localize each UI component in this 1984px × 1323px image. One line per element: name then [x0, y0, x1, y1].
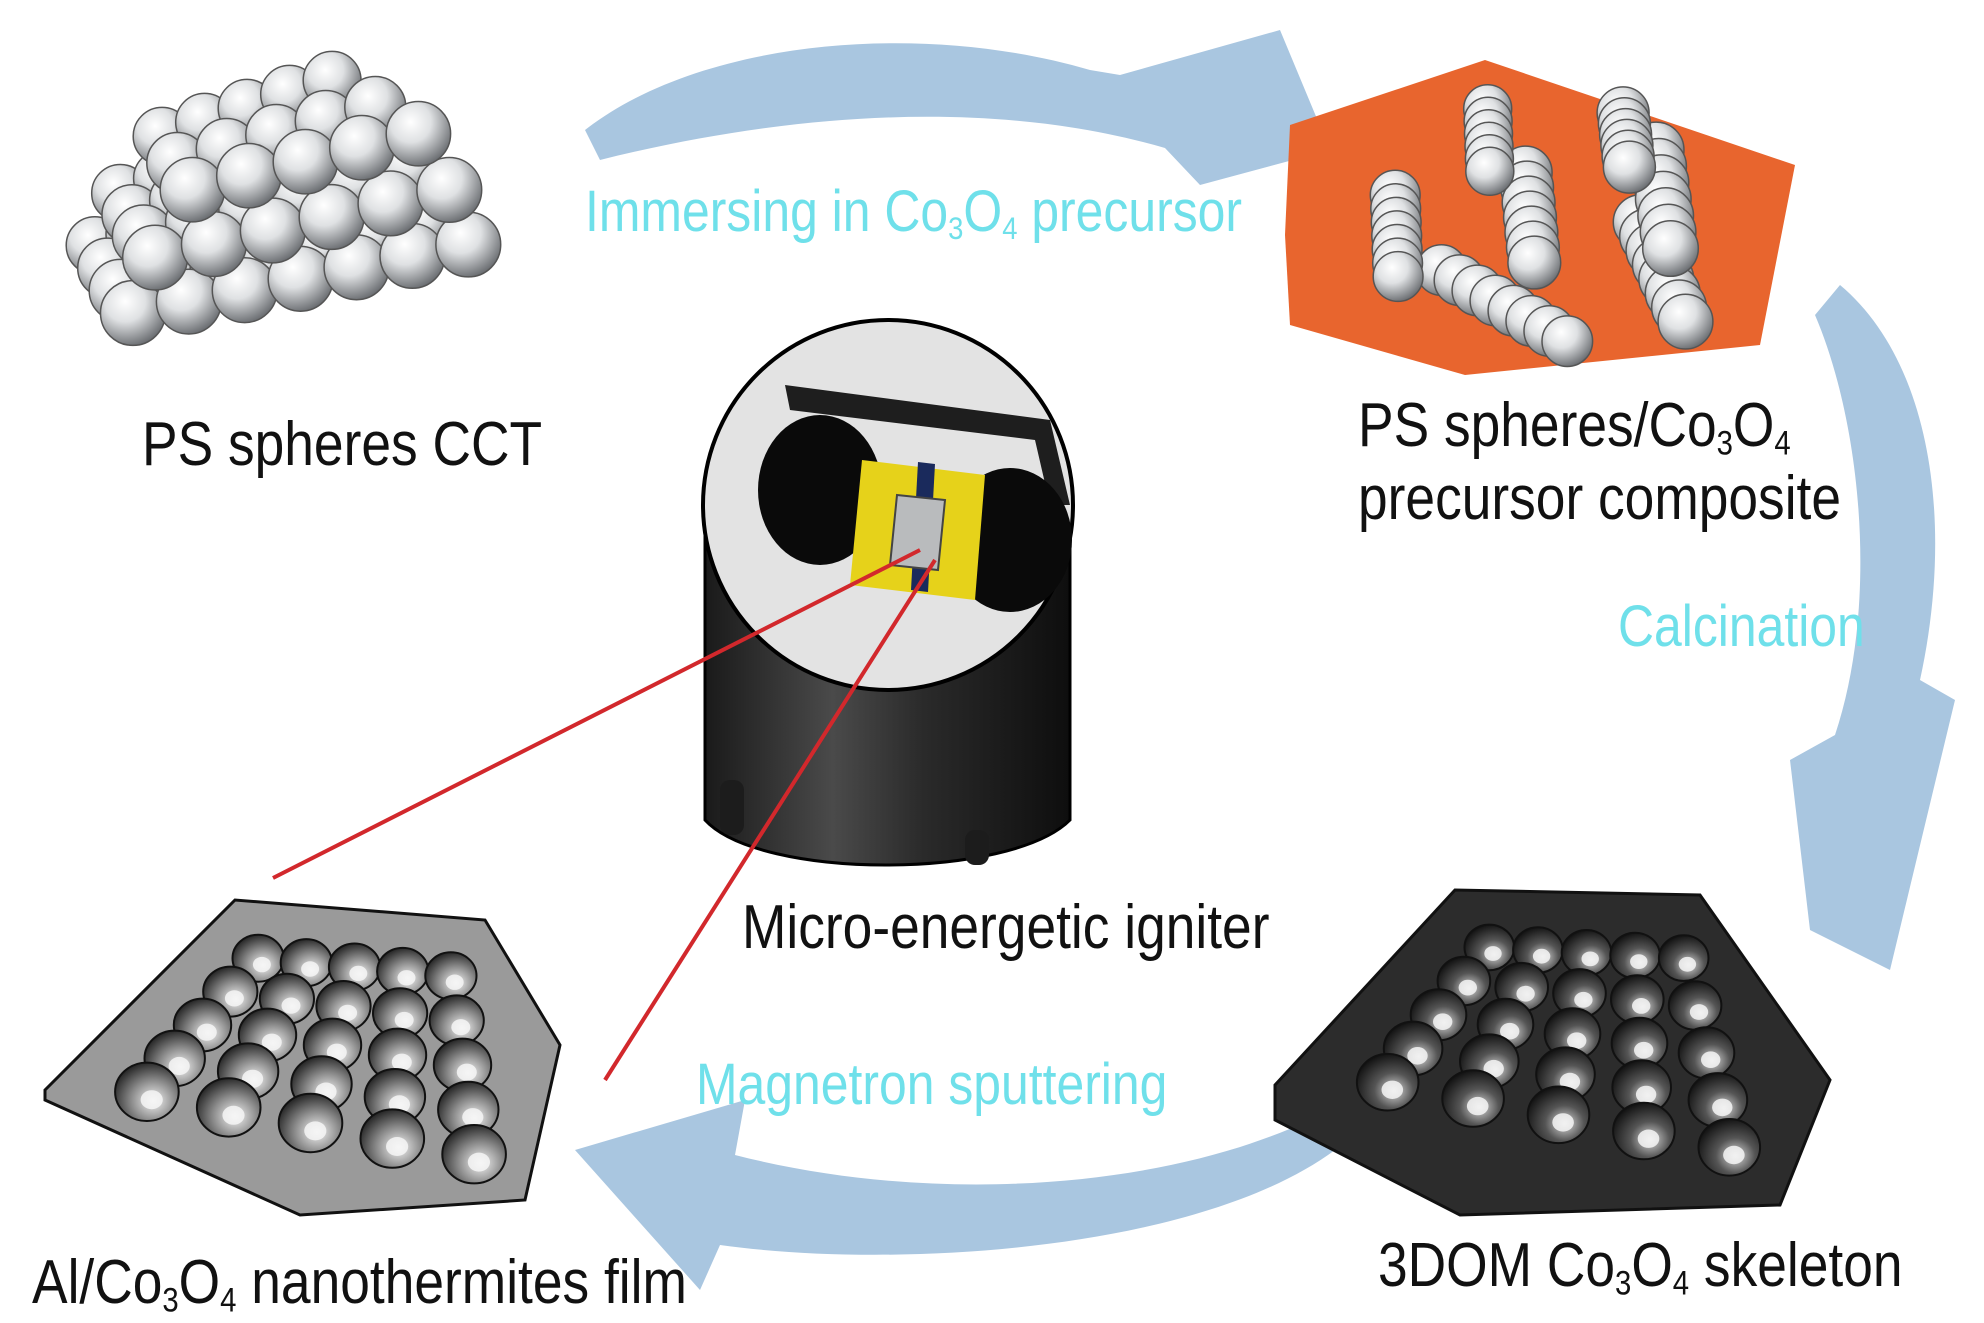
pore-window [1574, 991, 1593, 1008]
pore-window [1458, 979, 1478, 996]
pore-window [261, 1033, 282, 1051]
pore-window [326, 1043, 347, 1061]
sphere [272, 128, 339, 195]
sphere [1541, 315, 1594, 368]
pore-window [1712, 1098, 1733, 1117]
pore-window [397, 970, 416, 986]
sphere [357, 170, 424, 237]
chip-film [888, 493, 947, 572]
pore-window [349, 965, 368, 982]
pore-window [467, 1152, 490, 1172]
sphere [1657, 293, 1714, 350]
pore-window [1723, 1145, 1745, 1165]
pore-window [304, 1121, 327, 1141]
pore-window [224, 990, 244, 1007]
pointer-line [603, 558, 937, 1082]
pore-window [1630, 954, 1648, 969]
pore-window [1559, 1072, 1581, 1091]
pore-window [1678, 956, 1697, 972]
pore-window [445, 974, 464, 990]
pore-window [1689, 1004, 1709, 1020]
pore-window [168, 1056, 190, 1076]
pore-window [394, 1011, 414, 1029]
pore-window [196, 1023, 217, 1041]
pore-window [1433, 1013, 1453, 1030]
pore-window [1407, 1047, 1428, 1065]
pore-window [1637, 1129, 1660, 1148]
igniter-pin-left [720, 780, 744, 835]
step-calcination: Calcination [1618, 594, 1865, 659]
pore-window [1381, 1080, 1404, 1100]
pore-window [1532, 948, 1551, 964]
sphere [385, 100, 452, 167]
igniter-bridge-bar [785, 385, 1070, 505]
composite-stack-icon [1285, 60, 1795, 375]
pore-window [140, 1090, 163, 1110]
sphere [1372, 250, 1424, 303]
pore-window [1634, 1041, 1654, 1059]
label-film: Al/Co3O4 nanothermites film [32, 1248, 687, 1320]
arrow-bottom-icon [575, 1100, 1335, 1290]
igniter-icon [272, 318, 1075, 1082]
nanothermite-film-icon [43, 898, 562, 1217]
pore-window [1466, 1096, 1489, 1116]
3dom-skeleton-icon [1273, 888, 1832, 1217]
pore-window [386, 1137, 409, 1156]
sphere [416, 156, 483, 224]
pore-window [462, 1108, 484, 1127]
label-igniter: Micro-energetic igniter [742, 893, 1270, 962]
pointer-line [272, 548, 921, 880]
sphere [1507, 235, 1562, 290]
pore-window [456, 1063, 477, 1081]
sphere [1465, 146, 1515, 197]
pore-window [1552, 1113, 1574, 1132]
pore-window [1516, 985, 1535, 1002]
pore-window [338, 1004, 358, 1021]
sphere [215, 142, 282, 209]
sphere [1602, 140, 1657, 194]
label-skeleton: 3DOM Co3O4 skeleton [1378, 1231, 1903, 1303]
pore-window [1484, 946, 1502, 961]
pore-window [222, 1105, 245, 1125]
pore-window [451, 1019, 471, 1036]
pore-window [1581, 951, 1599, 967]
cycle-arrows [575, 30, 1955, 1290]
pore-window [1701, 1051, 1721, 1068]
igniter-hole-left [758, 415, 882, 565]
pore-window [252, 956, 271, 973]
igniter-pin-right [965, 830, 989, 865]
pore-window [281, 997, 301, 1014]
step-sputtering: Magnetron sputtering [696, 1052, 1168, 1117]
arrow-right-icon [1790, 285, 1955, 970]
label-composite-line1: PS spheres/Co3O4 [1358, 391, 1791, 463]
pore-window [391, 1053, 412, 1071]
sphere [328, 114, 395, 181]
sphere [121, 224, 189, 291]
label-composite-line2: precursor composite [1358, 464, 1842, 533]
ps-sphere-stack-icon [65, 50, 502, 347]
arrow-top-icon [585, 30, 1330, 185]
pore-window [301, 961, 320, 977]
sphere [159, 156, 226, 223]
pore-window [1567, 1032, 1587, 1049]
step-immersing: Immersing in Co3O4 precursor [585, 179, 1242, 246]
pore-window [1500, 1022, 1520, 1040]
label-ps-spheres: PS spheres CCT [142, 410, 543, 479]
pore-window [1632, 998, 1651, 1014]
pore-window [1635, 1085, 1657, 1104]
sphere [1641, 219, 1700, 278]
